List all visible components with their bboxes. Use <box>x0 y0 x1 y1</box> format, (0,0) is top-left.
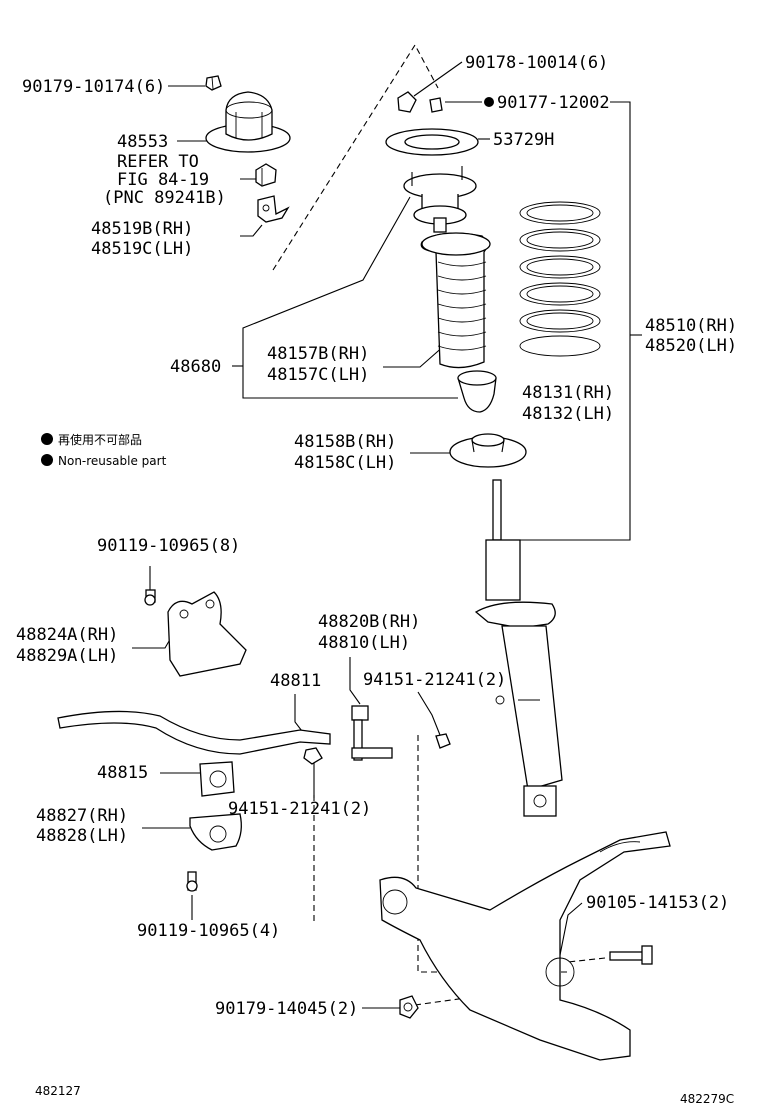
label-pnc: (PNC 89241B) <box>103 188 226 208</box>
label-48820b: 48820B(RH) <box>318 612 420 632</box>
bumper-48680-lower <box>457 370 497 413</box>
label-48828: 48828(LH) <box>36 826 128 846</box>
legend-dot-icon <box>41 454 53 466</box>
bracket-48824a <box>167 591 247 677</box>
label-48158b: 48158B(RH) <box>294 432 396 452</box>
link-48820b <box>351 705 393 761</box>
stabilizer-bar-48811 <box>57 710 331 755</box>
label-94151-bottom: 94151-21241(2) <box>228 799 371 819</box>
footer-right-code: 482279C <box>680 1092 734 1106</box>
label-fig: FIG 84-19 <box>117 170 209 190</box>
bracket-48827 <box>189 813 242 851</box>
label-90179-10174: 90179-10174(6) <box>22 77 165 97</box>
bolt-90105-14153 <box>609 945 653 965</box>
label-90179-14045: 90179-14045(2) <box>215 999 358 1019</box>
label-90178-10014: 90178-10014(6) <box>465 53 608 73</box>
label-48519c: 48519C(LH) <box>91 239 193 259</box>
bushing-48815 <box>199 761 235 797</box>
legend-dot-icon <box>41 433 53 445</box>
label-48131: 48131(RH) <box>522 383 614 403</box>
bolt-90119-10965-8 <box>144 589 156 606</box>
coil-spring-48131 <box>519 201 601 357</box>
spring-seat-48158 <box>449 433 527 468</box>
bellows-48157 <box>420 232 491 369</box>
nut-90179-10174 <box>205 75 222 91</box>
label-48157c: 48157C(LH) <box>267 365 369 385</box>
support-48680 <box>403 166 477 233</box>
bound-stopper-48553 <box>205 91 291 153</box>
nuts-90178-10014 <box>397 91 443 113</box>
label-90119-10965-4: 90119-10965(4) <box>137 921 280 941</box>
label-94151-top: 94151-21241(2) <box>363 670 506 690</box>
nut-94151-lower <box>303 747 323 765</box>
label-48157b: 48157B(RH) <box>267 344 369 364</box>
label-53729h: 53729H <box>493 130 554 150</box>
footer-left-code: 482127 <box>35 1084 81 1098</box>
legend: 再使用不可部品 Non-reusable part <box>41 432 167 468</box>
label-48519b: 48519B(RH) <box>91 219 193 239</box>
label-48553: 48553 <box>117 132 168 152</box>
label-48158c: 48158C(LH) <box>294 453 396 473</box>
nut-90179-14045 <box>399 995 419 1019</box>
leader-lines <box>132 61 642 1009</box>
nut-94151-upper <box>435 733 451 749</box>
clip-89241b <box>255 163 277 187</box>
label-48815: 48815 <box>97 763 148 783</box>
label-48680: 48680 <box>170 357 221 377</box>
label-48132: 48132(LH) <box>522 404 614 424</box>
label-90105-14153: 90105-14153(2) <box>586 893 729 913</box>
label-refer-to: REFER TO <box>117 152 199 172</box>
bolt-90119-10965-4 <box>186 871 198 892</box>
label-48520: 48520(LH) <box>645 336 737 356</box>
shock-absorber-48510 <box>474 479 563 817</box>
non-reusable-dot-90177 <box>484 97 494 107</box>
label-48827: 48827(RH) <box>36 806 128 826</box>
bracket-48519 <box>257 195 290 223</box>
label-48824a: 48824A(RH) <box>16 625 118 645</box>
washer-53729h <box>385 128 479 156</box>
lower-arm <box>379 831 671 1061</box>
label-48829a: 48829A(LH) <box>16 646 118 666</box>
label-48810: 48810(LH) <box>318 633 410 653</box>
label-48811: 48811 <box>270 671 321 691</box>
label-90177-12002: 90177-12002 <box>497 93 610 113</box>
part-labels: 90179-10174(6) 48553 REFER TO FIG 84-19 … <box>16 53 737 1019</box>
legend-en: Non-reusable part <box>58 454 167 468</box>
label-48510: 48510(RH) <box>645 316 737 336</box>
legend-jp: 再使用不可部品 <box>58 432 142 447</box>
label-90119-10965-8: 90119-10965(8) <box>97 536 240 556</box>
